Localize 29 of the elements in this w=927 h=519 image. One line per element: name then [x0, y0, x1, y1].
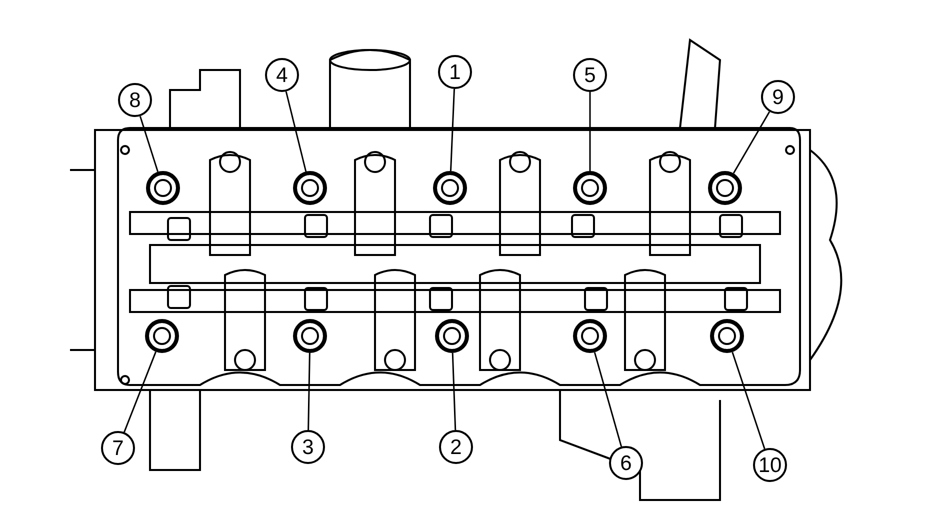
leader-line — [452, 352, 456, 430]
callout-number: 7 — [101, 431, 135, 465]
leader-line — [589, 92, 591, 171]
bolt-head — [435, 319, 469, 353]
callout-number: 8 — [118, 83, 152, 117]
bolt-head — [573, 171, 607, 205]
leader-line — [308, 352, 310, 430]
bolt-head — [293, 171, 327, 205]
leader-line — [285, 91, 307, 172]
callout-number: 4 — [265, 58, 299, 92]
leader-line — [732, 352, 766, 450]
callout-number: 6 — [609, 446, 643, 480]
bolt-head — [708, 171, 742, 205]
bolt-head — [146, 171, 180, 205]
callout-number: 5 — [573, 58, 607, 92]
leader-line — [124, 352, 156, 432]
leader-line — [732, 111, 770, 174]
bolt-head — [145, 319, 179, 353]
leader-line — [594, 352, 622, 447]
callout-number: 3 — [291, 430, 325, 464]
leader-line — [450, 88, 456, 172]
callout-number: 9 — [761, 80, 795, 114]
bolt-head — [433, 171, 467, 205]
bolt-head — [293, 319, 327, 353]
callout-number: 10 — [753, 448, 787, 482]
bolt-head — [710, 319, 744, 353]
callout-number: 1 — [438, 55, 472, 89]
callout-number: 2 — [439, 430, 473, 464]
bolt-head — [573, 319, 607, 353]
